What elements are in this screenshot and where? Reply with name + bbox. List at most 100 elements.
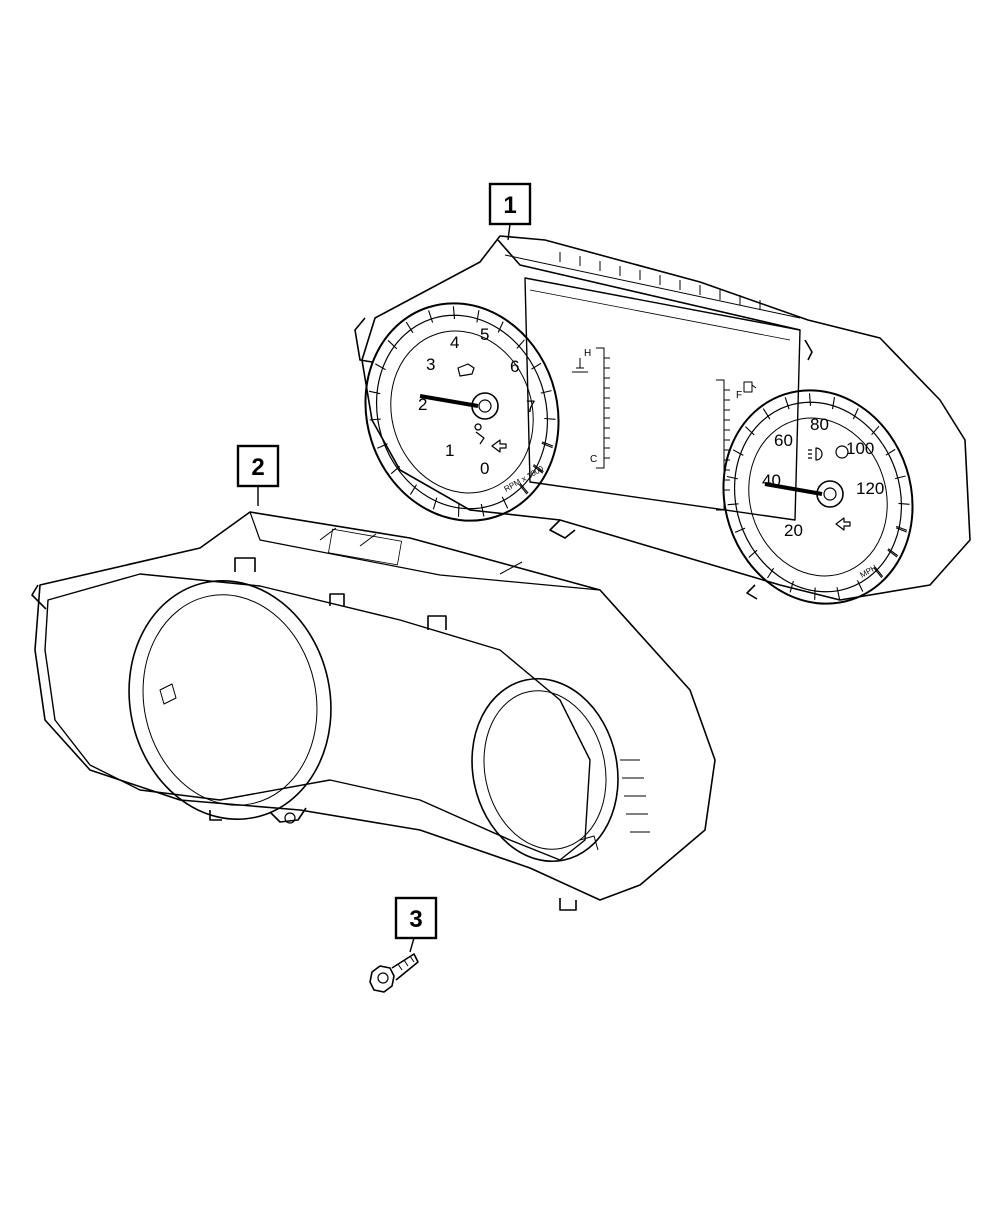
dial-tick — [452, 306, 456, 320]
tach-num-0: 0 — [480, 459, 489, 478]
temperature-icon — [572, 358, 588, 373]
dial-tick — [501, 496, 509, 509]
fuel-pump-icon — [743, 381, 757, 393]
dial-tick — [748, 549, 758, 558]
speedometer-hub — [816, 480, 844, 508]
speedo-num-100: 100 — [846, 439, 874, 458]
screw-head — [369, 965, 395, 993]
dial-tick — [531, 362, 542, 370]
tachometer-hub — [471, 392, 499, 420]
callout-2: 2 — [236, 444, 280, 506]
dial-tick — [726, 475, 739, 480]
dial-tick — [895, 527, 907, 533]
dial-tick — [887, 548, 899, 557]
dial-tick — [734, 527, 746, 533]
dial-tick — [541, 442, 553, 449]
dial-tick — [808, 393, 812, 406]
dial-tick — [518, 483, 528, 495]
dial-tick — [519, 483, 529, 494]
dial-tick — [852, 408, 859, 420]
dial-tick — [745, 426, 755, 436]
dial-tick — [831, 397, 836, 410]
temp-hot-label: H — [584, 348, 591, 359]
tach-num-3: 3 — [426, 355, 435, 374]
dial-tick — [409, 484, 417, 495]
bezel-left-opening — [128, 579, 332, 821]
headlight-icon — [808, 447, 823, 461]
bezel-label-area — [328, 528, 402, 566]
speedometer-numbers: 20 40 60 80 100 120 MPH — [762, 415, 884, 580]
bezel-right-ribs — [620, 759, 650, 833]
screw — [369, 953, 419, 993]
speedo-num-80: 80 — [810, 415, 829, 434]
speedometer-ticks — [726, 393, 910, 600]
callout-3-label: 3 — [409, 906, 422, 933]
tach-num-7: 7 — [526, 397, 535, 416]
tach-num-2: 2 — [418, 395, 427, 414]
temp-cold-label: C — [590, 454, 597, 465]
dial-tick — [428, 310, 434, 323]
speedo-num-20: 20 — [784, 521, 803, 540]
speedo-num-40: 40 — [762, 471, 781, 490]
speedo-num-60: 60 — [774, 431, 793, 450]
dial-tick — [540, 390, 552, 394]
tach-num-1: 1 — [445, 441, 454, 460]
dial-tick — [544, 417, 556, 420]
dial-tick — [533, 464, 544, 473]
dial-tick — [789, 580, 794, 593]
turn-signal-icon — [491, 439, 851, 531]
bezel-screw-hole — [284, 812, 296, 824]
dial-tick — [405, 321, 414, 334]
dial-tick — [784, 397, 790, 410]
cluster-bezel — [31, 511, 716, 911]
dial-tick — [874, 566, 884, 577]
screw-shank — [391, 953, 419, 981]
dial-tick — [898, 502, 910, 505]
tach-num-6: 6 — [510, 357, 519, 376]
tachometer — [364, 302, 560, 522]
dial-tick — [541, 441, 554, 447]
dial-tick — [896, 525, 908, 531]
dial-tick — [377, 443, 388, 449]
tachometer-needle — [419, 394, 479, 408]
tachometer-ticks — [368, 306, 556, 517]
dial-tick — [375, 363, 386, 371]
airbag-icon — [835, 445, 849, 459]
dial-tick — [873, 567, 883, 579]
dial-tick — [836, 587, 841, 600]
dial-tick — [369, 418, 381, 421]
tach-num-5: 5 — [480, 325, 489, 344]
speedometer-needle — [764, 482, 823, 496]
callout-1: 1 — [488, 182, 532, 241]
dial-tick — [732, 449, 744, 456]
dial-tick — [762, 408, 771, 420]
callout-3: 3 — [394, 896, 438, 953]
temperature-gauge — [596, 347, 610, 469]
instrument-cluster — [354, 235, 971, 605]
dial-tick — [476, 310, 480, 323]
dial-tick — [387, 339, 398, 350]
dial-tick — [432, 497, 438, 510]
dial-tick — [727, 503, 739, 506]
callout-1-label: 1 — [503, 192, 516, 219]
dial-tick — [887, 549, 898, 558]
dial-tick — [390, 465, 401, 475]
speedo-num-120: 120 — [856, 479, 884, 498]
dial-tick — [885, 448, 896, 456]
dial-tick — [894, 475, 906, 480]
center-display — [524, 277, 801, 521]
dial-tick — [532, 465, 544, 474]
dial-tick — [856, 580, 864, 592]
speedometer — [722, 389, 914, 605]
tach-num-4: 4 — [450, 333, 459, 352]
tach-legend: RPM x 1000 — [503, 464, 546, 494]
callout-2-label: 2 — [251, 454, 264, 481]
dial-tick — [497, 321, 504, 333]
fuel-full-label: F — [736, 390, 742, 401]
bezel-right-opening — [471, 677, 619, 863]
engine-icon — [457, 363, 475, 377]
seatbelt-icon — [474, 423, 485, 445]
cluster-top-ribs — [559, 252, 761, 310]
fuel-gauge — [716, 379, 730, 511]
